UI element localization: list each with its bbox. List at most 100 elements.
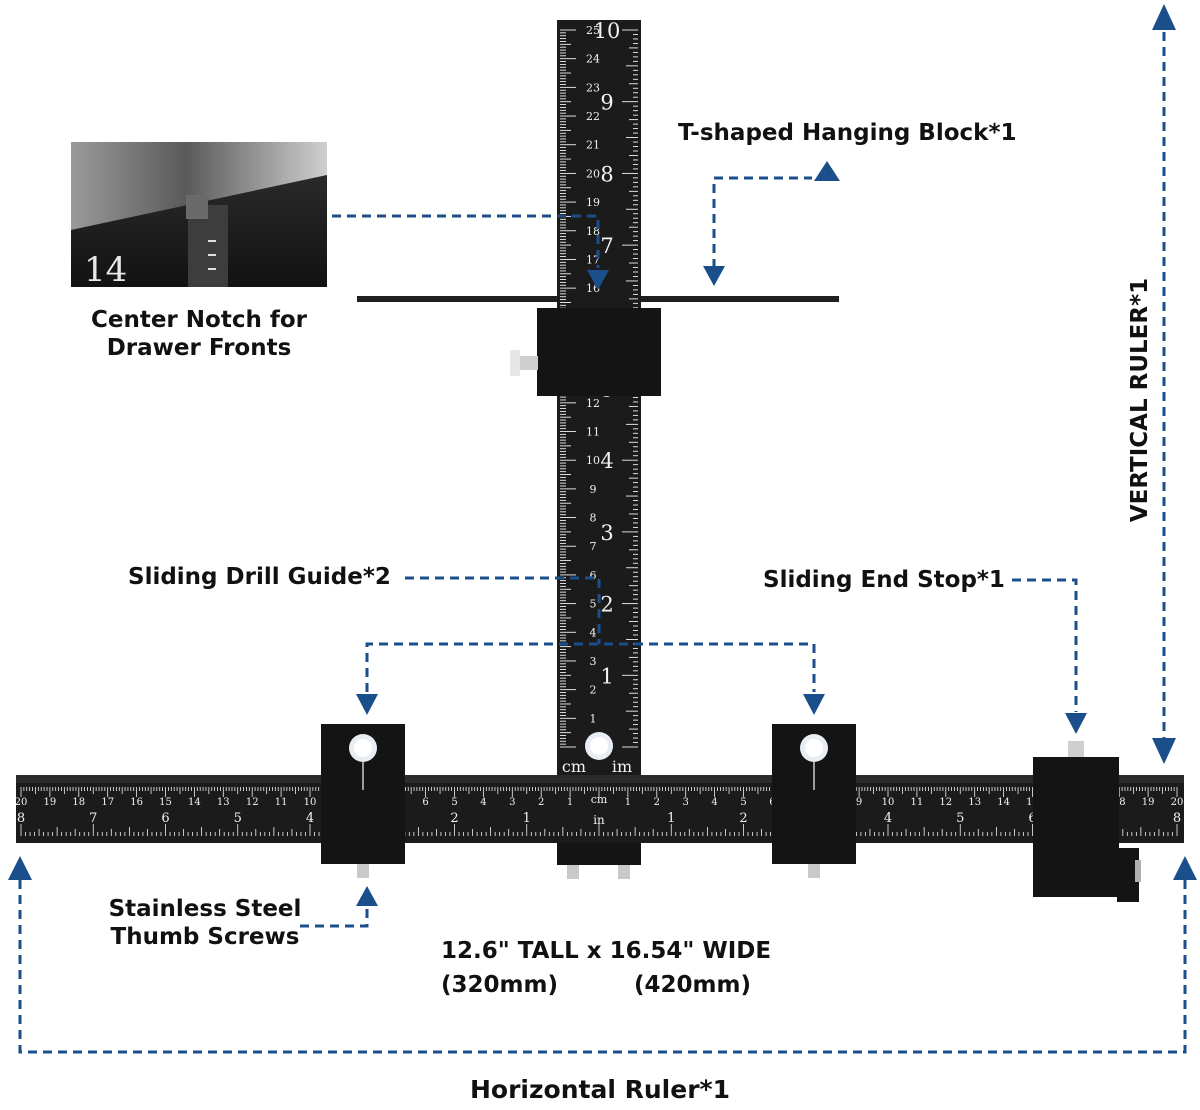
center-notch-label-line2: Drawer Fronts xyxy=(106,335,292,361)
horizontal-in-tick-label: 6 xyxy=(161,811,169,826)
horizontal-ruler-label: Horizontal Ruler*1 xyxy=(470,1075,730,1104)
drill-guide-callout-line xyxy=(405,576,601,644)
horizontal-in-tick-label: 8 xyxy=(17,811,25,826)
horizontal-cm-tick-label: 10 xyxy=(304,797,317,808)
horizontal-cm-tick-label: 2 xyxy=(654,797,660,808)
horizontal-dim-left-arrow-icon xyxy=(8,856,32,880)
vertical-cm-tick-label: 4 xyxy=(590,626,597,639)
vertical-cm-tick-label: 5 xyxy=(590,598,597,611)
horizontal-in-tick-label: 7 xyxy=(89,811,97,826)
thumb-screws-label-line2: Thumb Screws xyxy=(110,924,300,950)
horizontal-cm-tick-label: 20 xyxy=(1171,797,1184,808)
vertical-in-unit: im xyxy=(612,757,632,776)
horizontal-cm-tick-label: 11 xyxy=(275,797,288,808)
horizontal-cm-tick-label: 6 xyxy=(422,797,428,808)
horizontal-cm-tick-label: 1 xyxy=(567,797,573,808)
horizontal-cm-tick-label: 19 xyxy=(44,797,57,808)
vertical-cm-tick-label: 19 xyxy=(586,196,600,209)
dimension-tall-mm: (320mm) xyxy=(441,972,558,998)
vertical-cm-tick-label: 23 xyxy=(586,81,600,94)
vertical-cm-tick-label: 6 xyxy=(590,569,597,582)
inset-ruler-number: 14 xyxy=(84,250,127,290)
vertical-cm-tick-label: 25 xyxy=(586,24,600,37)
horizontal-cm-tick-label: 3 xyxy=(683,797,689,808)
drill-guide-right-arrow-icon xyxy=(803,694,825,715)
thumb-screws-label-line1: Stainless Steel xyxy=(108,896,302,922)
drill-guide-right xyxy=(772,724,856,878)
vertical-dim-top-arrow-icon xyxy=(1152,4,1176,30)
horizontal-cm-tick-label: 18 xyxy=(1113,797,1126,808)
vertical-cm-tick-label: 22 xyxy=(586,110,600,123)
vertical-cm-tick-label: 20 xyxy=(586,167,600,180)
horizontal-cm-tick-label: 13 xyxy=(217,797,230,808)
horizontal-cm-tick-label: 4 xyxy=(480,797,486,808)
horizontal-in-tick-label: 1 xyxy=(523,811,531,826)
horizontal-cm-tick-label: 18 xyxy=(72,797,85,808)
t-block-arrow-up-icon xyxy=(814,161,840,181)
horizontal-cm-tick-label: 12 xyxy=(939,797,952,808)
horizontal-cm-tick-label: 15 xyxy=(1026,797,1039,808)
horizontal-cm-tick-label: 2 xyxy=(538,797,544,808)
vertical-cm-tick-label: 8 xyxy=(590,512,597,525)
horizontal-in-tick-label: 2 xyxy=(450,811,458,826)
end-stop-arrow-icon xyxy=(1065,713,1087,734)
dimension-wide-mm: (420mm) xyxy=(634,972,751,998)
horizontal-in-tick-label: 4 xyxy=(306,811,314,826)
drill-guide-left-arrow-icon xyxy=(356,694,378,715)
thumb-screw-callout-line xyxy=(300,906,369,928)
horizontal-cm-unit: cm xyxy=(591,793,608,806)
horizontal-in-unit: in xyxy=(593,813,605,827)
vertical-in-tick-label: 4 xyxy=(600,449,613,473)
horizontal-cm-tick-label: 5 xyxy=(451,797,457,808)
horizontal-cm-tick-label: 5 xyxy=(740,797,746,808)
horizontal-cm-tick-label: 20 xyxy=(15,797,28,808)
vertical-cm-tick-label: 9 xyxy=(590,483,597,496)
drill-guide-label: Sliding Drill Guide*2 xyxy=(128,564,391,590)
t-block-label: T-shaped Hanging Block*1 xyxy=(678,120,1017,146)
center-notch-label: Center Notch for Drawer Fronts xyxy=(71,306,327,362)
vertical-sliding-block xyxy=(510,308,661,396)
vertical-in-tick-label: 10 xyxy=(594,19,621,43)
vertical-in-tick-label: 2 xyxy=(600,593,613,617)
vertical-cm-tick-label: 3 xyxy=(590,655,597,668)
center-notch-inset: 14 xyxy=(71,142,327,290)
horizontal-cm-tick-label: 9 xyxy=(856,797,862,808)
vertical-in-tick-label: 1 xyxy=(600,664,613,688)
notch-arrow-icon xyxy=(587,270,609,290)
horizontal-ruler-dim-line xyxy=(18,880,1187,1054)
vertical-cm-tick-label: 21 xyxy=(586,139,600,152)
horizontal-ruler: 2019181716151413121110987654321123456789… xyxy=(15,775,1184,843)
horizontal-cm-tick-label: 12 xyxy=(246,797,259,808)
horizontal-in-tick-label: 4 xyxy=(884,811,892,826)
drill-guide-branch-line xyxy=(365,642,816,692)
vertical-cm-tick-label: 12 xyxy=(586,397,600,410)
vertical-cm-tick-label: 2 xyxy=(590,684,597,697)
horizontal-cm-tick-label: 16 xyxy=(130,797,143,808)
t-block-arrow-down-icon xyxy=(703,266,725,286)
horizontal-in-tick-label: 5 xyxy=(956,811,964,826)
vertical-in-tick-label: 7 xyxy=(600,234,613,258)
horizontal-cm-tick-label: 13 xyxy=(968,797,981,808)
dimensions-label: 12.6" TALL x 16.54" WIDE xyxy=(441,938,772,964)
horizontal-cm-tick-label: 14 xyxy=(188,797,201,808)
t-block-callout-line xyxy=(712,176,812,268)
horizontal-cm-tick-label: 3 xyxy=(509,797,515,808)
horizontal-in-tick-label: 5 xyxy=(234,811,242,826)
horizontal-in-tick-label: 8 xyxy=(1173,811,1181,826)
vertical-in-tick-label: 9 xyxy=(600,91,613,115)
end-stop-label: Sliding End Stop*1 xyxy=(763,567,1005,593)
drill-guide-center xyxy=(557,732,641,879)
horizontal-in-tick-label: 1 xyxy=(667,811,675,826)
horizontal-cm-tick-label: 10 xyxy=(882,797,895,808)
vertical-ruler-label: VERTICAL RULER*1 xyxy=(1127,277,1153,523)
vertical-cm-unit: cm xyxy=(562,757,586,776)
vertical-cm-tick-label: 11 xyxy=(586,426,600,439)
end-stop-callout-line xyxy=(1012,578,1078,712)
thumb-screw-arrow-icon xyxy=(356,886,378,906)
callout-lines xyxy=(18,32,1187,1054)
vertical-cm-tick-label: 10 xyxy=(586,454,600,467)
vertical-cm-tick-label: 7 xyxy=(590,540,597,553)
horizontal-cm-tick-label: 14 xyxy=(997,797,1010,808)
